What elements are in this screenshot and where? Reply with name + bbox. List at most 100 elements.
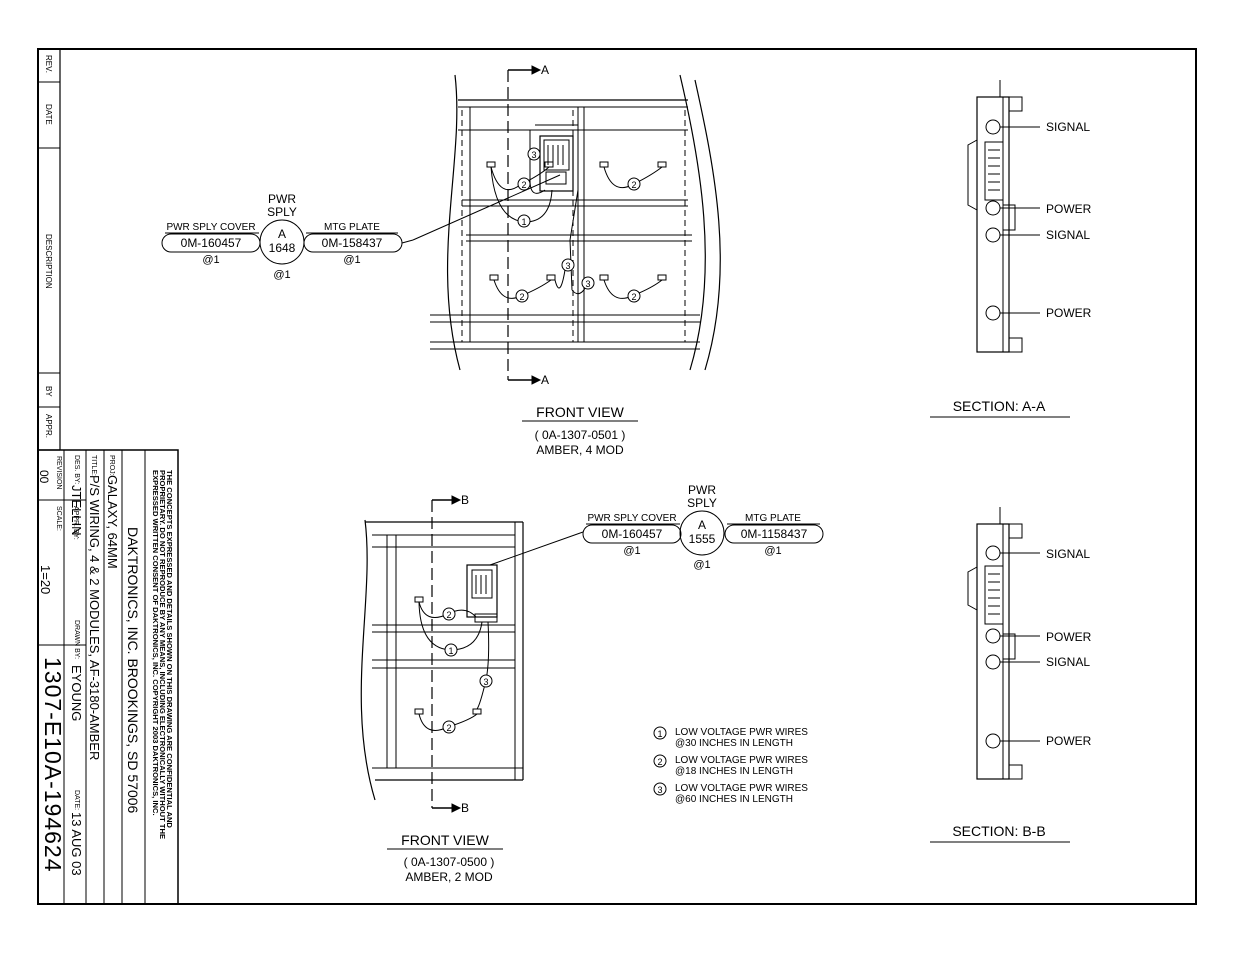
section-a-a bbox=[967, 80, 1040, 353]
by-col-label: BY bbox=[44, 386, 53, 397]
section-b-b bbox=[967, 507, 1040, 780]
circle-qty-bottom: @1 bbox=[693, 559, 710, 571]
plate-qty-bottom: @1 bbox=[764, 545, 781, 557]
pwr-sply-callout-bottom: PWR SPLY PWR SPLY COVER 0M-160457 @1 A 1… bbox=[582, 483, 824, 571]
wire-tags-2mod: 2 1 3 2 bbox=[442, 607, 493, 734]
cover-label-bottom: PWR SPLY COVER bbox=[587, 513, 676, 524]
svg-text:@30 INCHES IN LENGTH: @30 INCHES IN LENGTH bbox=[675, 738, 793, 749]
proj-label: PROJ: bbox=[108, 455, 115, 476]
front-view-2mod-part: ( 0A-1307-0500 ) bbox=[404, 855, 495, 869]
svg-text:3: 3 bbox=[565, 261, 570, 271]
svg-text:2: 2 bbox=[519, 292, 524, 302]
svg-text:A: A bbox=[278, 227, 286, 241]
svg-text:LOW VOLTAGE PWR WIRES: LOW VOLTAGE PWR WIRES bbox=[675, 755, 808, 766]
front-view-2mod bbox=[360, 495, 584, 813]
svg-text:LOW VOLTAGE PWR WIRES: LOW VOLTAGE PWR WIRES bbox=[675, 783, 808, 794]
appr-col-label: APPR. bbox=[44, 414, 53, 438]
confidential-line-3: EXPRESSED WRITTEN CONSENT OF DAKTRONICS,… bbox=[151, 470, 160, 816]
title-label: TITLE: bbox=[90, 455, 97, 476]
plate-label-top: MTG PLATE bbox=[324, 222, 380, 233]
section-marker-a-top: A bbox=[541, 63, 549, 77]
svg-text:2: 2 bbox=[521, 180, 526, 190]
front-view-4mod-part: ( 0A-1307-0501 ) bbox=[535, 428, 626, 442]
svg-text:@60 INCHES IN LENGTH: @60 INCHES IN LENGTH bbox=[675, 794, 793, 805]
svg-text:1648: 1648 bbox=[269, 241, 296, 255]
plate-label-bottom: MTG PLATE bbox=[745, 513, 801, 524]
svg-text:1555: 1555 bbox=[689, 532, 716, 546]
des-by-value: JTELLIN bbox=[69, 485, 84, 536]
des-by-label: DES. BY: bbox=[73, 455, 80, 484]
pwr-sply-label-bottom-2: SPLY bbox=[687, 496, 717, 510]
svg-text:A: A bbox=[698, 518, 706, 532]
plate-part-bottom: 0M-1158437 bbox=[741, 527, 808, 541]
section-marker-b-bottom: B bbox=[461, 801, 469, 815]
svg-text:1: 1 bbox=[448, 646, 453, 656]
confidential-line-1: THE CONCEPTS EXPRESSED AND DETAILS SHOWN… bbox=[165, 470, 174, 828]
legend-item-2: 2 LOW VOLTAGE PWR WIRES @18 INCHES IN LE… bbox=[653, 754, 808, 777]
date-label: DATE: bbox=[73, 790, 80, 810]
revision-block: REV. DATE DESCRIPTION BY APPR. bbox=[38, 49, 61, 451]
cover-part-box-bottom bbox=[582, 524, 682, 544]
front-view-4mod-desc: AMBER, 4 MOD bbox=[536, 443, 624, 457]
proj-value: GALAXY, 64MM bbox=[105, 475, 120, 569]
section-a-label-power-1: POWER bbox=[1046, 202, 1092, 216]
pwr-sply-label-bottom-1: PWR bbox=[688, 483, 716, 497]
scale-label: SCALE: bbox=[55, 506, 62, 531]
front-view-2mod-title: FRONT VIEW bbox=[401, 832, 489, 848]
section-a-title: SECTION: A-A bbox=[953, 398, 1046, 414]
legend-item-3: 3 LOW VOLTAGE PWR WIRES @60 INCHES IN LE… bbox=[653, 782, 808, 805]
front-view-4mod-title: FRONT VIEW bbox=[536, 404, 624, 420]
title-value: P/S WIRING, 4 & 2 MODULES, AF-3180-AMBER bbox=[87, 475, 102, 760]
section-marker-b-top: B bbox=[461, 493, 469, 507]
title-block: THE CONCEPTS EXPRESSED AND DETAILS SHOWN… bbox=[37, 449, 179, 905]
section-b-label-signal-2: SIGNAL bbox=[1046, 655, 1090, 669]
section-a-label-power-2: POWER bbox=[1046, 306, 1092, 320]
revision-value: 00 bbox=[37, 470, 51, 484]
section-a-label-signal-1: SIGNAL bbox=[1046, 120, 1090, 134]
section-b-label-power-2: POWER bbox=[1046, 734, 1092, 748]
cover-part-bottom: 0M-160457 bbox=[602, 527, 663, 541]
description-col-label: DESCRIPTION bbox=[44, 234, 53, 289]
svg-text:1: 1 bbox=[657, 729, 662, 739]
wire-tags-4mod: 3 2 1 2 3 2 3 2 bbox=[515, 147, 641, 303]
section-marker-a-bottom: A bbox=[541, 373, 549, 387]
section-b-title: SECTION: B-B bbox=[952, 823, 1045, 839]
rev-label: REV. bbox=[44, 55, 53, 73]
pwr-sply-label-top-1: PWR bbox=[268, 192, 296, 206]
svg-text:2: 2 bbox=[446, 723, 451, 733]
wire-legend: 1 LOW VOLTAGE PWR WIRES @30 INCHES IN LE… bbox=[653, 726, 808, 805]
plate-part-top: 0M-158437 bbox=[322, 236, 383, 250]
revision-label: REVISION bbox=[55, 456, 62, 489]
drawn-by-label: DRAWN BY: bbox=[73, 620, 80, 659]
section-b-label-power-1: POWER bbox=[1046, 630, 1092, 644]
svg-text:3: 3 bbox=[531, 150, 536, 160]
svg-text:3: 3 bbox=[483, 677, 488, 687]
section-b-label-signal-1: SIGNAL bbox=[1046, 547, 1090, 561]
scale-value: 1=20 bbox=[38, 565, 53, 594]
date-value: 13 AUG 03 bbox=[69, 812, 84, 876]
cover-part-top: 0M-160457 bbox=[181, 236, 242, 250]
drawn-by-value: EYOUNG bbox=[69, 665, 84, 721]
front-view-2mod-desc: AMBER, 2 MOD bbox=[405, 870, 493, 884]
svg-text:2: 2 bbox=[631, 292, 636, 302]
plate-part-box-bottom bbox=[724, 524, 824, 544]
svg-text:3: 3 bbox=[585, 279, 590, 289]
legend-item-1: 1 LOW VOLTAGE PWR WIRES @30 INCHES IN LE… bbox=[653, 726, 808, 749]
svg-text:2: 2 bbox=[446, 610, 451, 620]
confidential-line-2: PROPRIETARY. DO NOT REPRODUCE BY ANY MEA… bbox=[158, 470, 167, 839]
section-a-label-signal-2: SIGNAL bbox=[1046, 228, 1090, 242]
circle-qty-top: @1 bbox=[273, 269, 290, 281]
cover-label-top: PWR SPLY COVER bbox=[166, 222, 255, 233]
company-name: DAKTRONICS, INC. BROOKINGS, SD 57006 bbox=[125, 527, 141, 814]
plate-qty-top: @1 bbox=[343, 254, 360, 266]
svg-text:2: 2 bbox=[657, 757, 662, 767]
pwr-sply-label-top-2: SPLY bbox=[267, 205, 297, 219]
svg-text:@18 INCHES IN LENGTH: @18 INCHES IN LENGTH bbox=[675, 766, 793, 777]
appr-by-label: APPR. BY: bbox=[72, 506, 79, 540]
date-col-label: DATE bbox=[44, 104, 53, 125]
pwr-sply-circle-bottom bbox=[679, 510, 725, 556]
svg-text:1: 1 bbox=[521, 217, 526, 227]
cover-qty-top: @1 bbox=[202, 254, 219, 266]
cover-qty-bottom: @1 bbox=[623, 545, 640, 557]
